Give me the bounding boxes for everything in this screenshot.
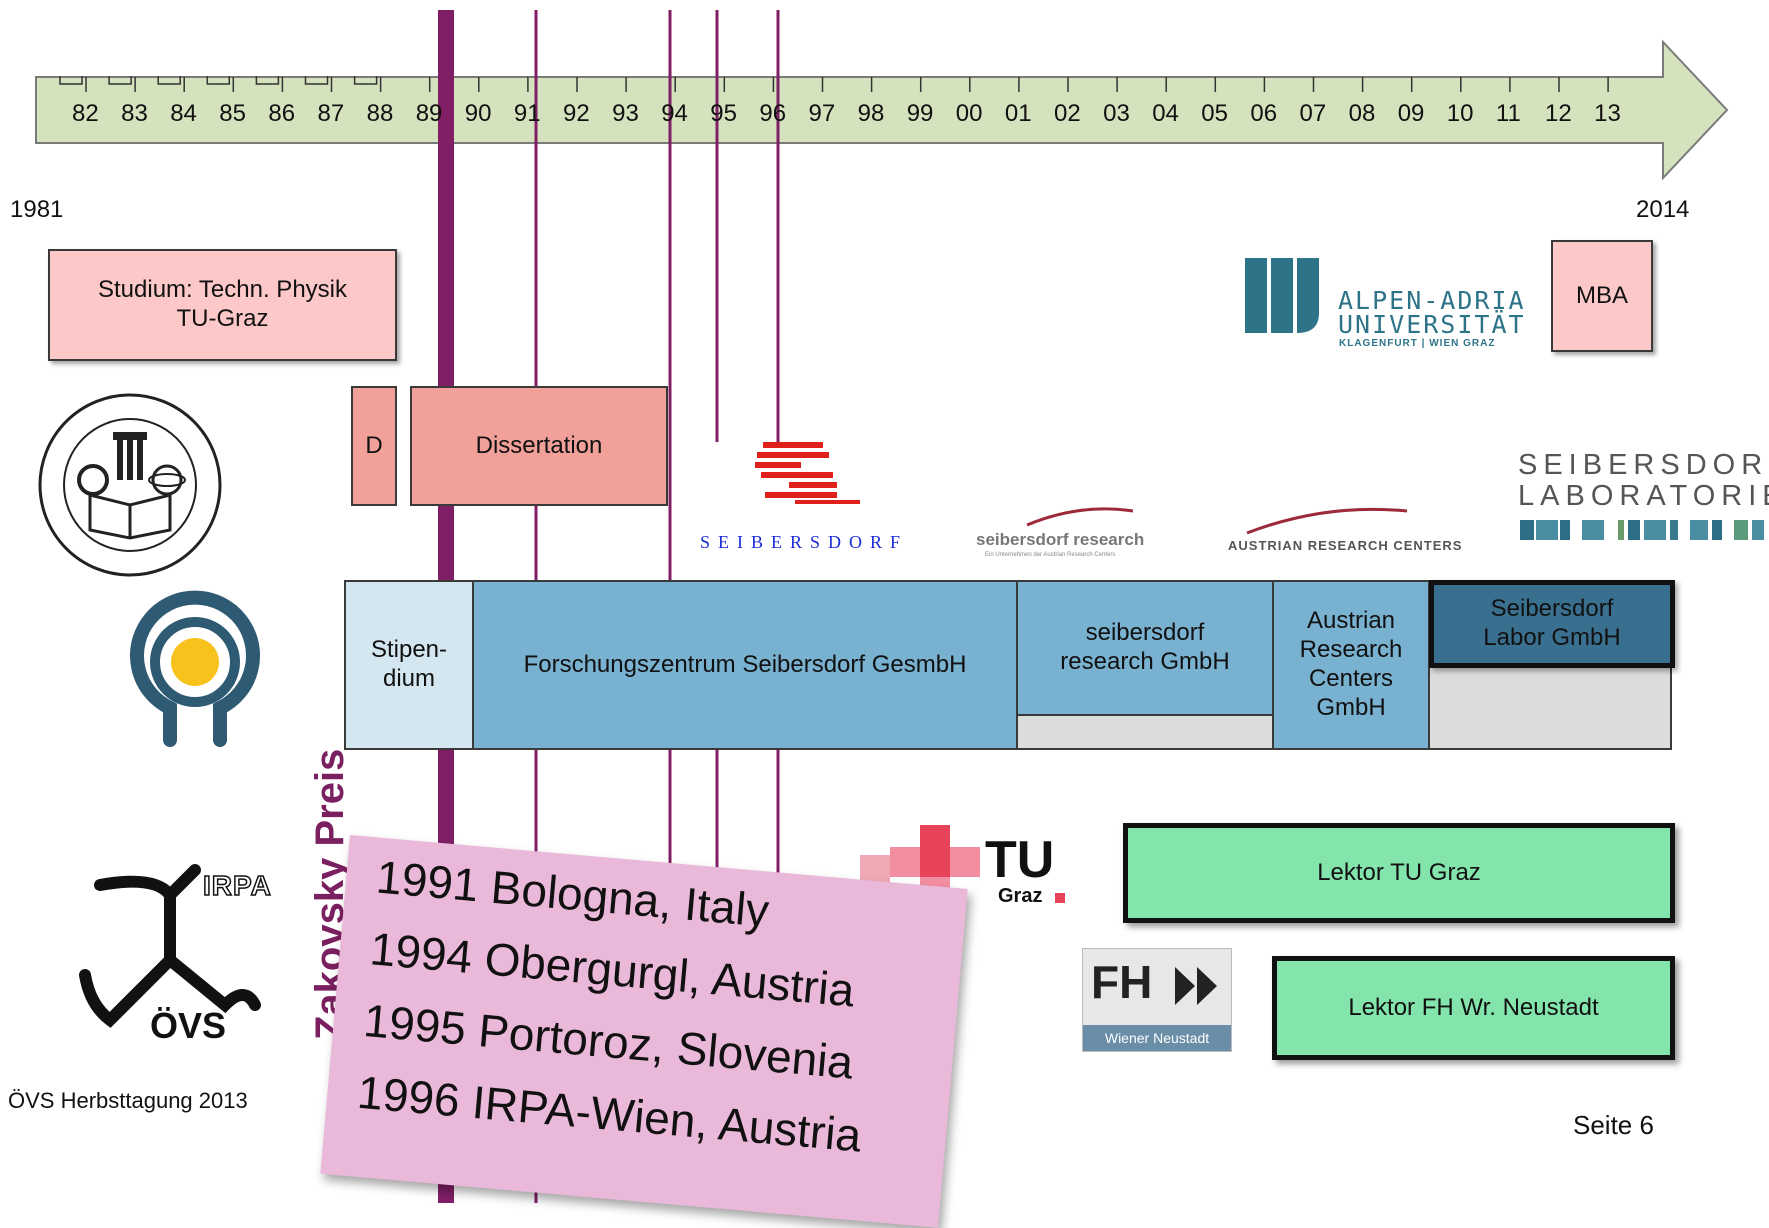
studium-label: Studium: Techn. Physik TU-Graz: [97, 276, 347, 332]
stipendium-box: Stipen- dium: [344, 580, 474, 750]
year-tick-label: 08: [1348, 100, 1376, 127]
lektor-tu-label: Lektor TU Graz: [1317, 858, 1481, 886]
labor-box: Seibersdorf Labor GmbH: [1429, 580, 1675, 668]
fh-subline: Wiener Neustadt: [1104, 1030, 1210, 1046]
year-tick-label: 02: [1054, 100, 1081, 127]
year-tick-label: 00: [955, 100, 983, 127]
arc-label: Austrian Research Centers GmbH: [1299, 607, 1403, 721]
fh-logo: FH Wiener Neustadt: [1082, 948, 1232, 1052]
labor-label: Seibersdorf Labor GmbH: [1483, 595, 1621, 651]
seibersdorf-research-wordmark: seibersdorf research: [976, 530, 1145, 549]
stipendium-label: Stipen- dium: [370, 636, 448, 692]
year-tick-label: 99: [906, 100, 934, 127]
year-tick-label: 90: [464, 100, 492, 127]
fh-forward-icon: [1175, 967, 1217, 1005]
year-tick-label: 13: [1594, 100, 1621, 127]
marker-1995: [715, 10, 719, 442]
year-tick-label: 83: [121, 100, 148, 127]
year-tick-label: 12: [1545, 100, 1572, 127]
diplom-box: D: [351, 386, 397, 506]
tu-graz-subword: Graz: [998, 885, 1043, 907]
year-tick-label: 84: [170, 100, 197, 127]
seibersdorf-lab-barcode-icon: [1520, 520, 1764, 540]
year-tick-label: 07: [1299, 100, 1327, 127]
diplom-label: D: [365, 431, 383, 459]
year-bracket: [255, 76, 280, 85]
arc-box: Austrian Research Centers GmbH: [1272, 580, 1430, 750]
aau-name-line1: ALPEN-ADRIA: [1338, 286, 1526, 315]
conference-sticky-note: 1991 Bologna, Italy 1994 Obergurgl, Aust…: [320, 835, 968, 1228]
seibersdorf-s-logo-icon: [755, 442, 860, 504]
seibersdorf-lab-line1: SEIBERSDORF: [1518, 449, 1769, 481]
year-tick-label: 09: [1397, 100, 1425, 127]
tu-graz-seal-icon: [38, 393, 222, 577]
marker-1996: [776, 10, 780, 442]
dissertation-label: Dissertation: [475, 431, 603, 459]
seibersdorf-lab-line2: LABORATORIES: [1518, 480, 1769, 512]
year-tick-label: 98: [857, 100, 885, 127]
year-tick-label: 03: [1103, 100, 1130, 127]
year-tick-label: 01: [1004, 100, 1032, 127]
mba-box: MBA: [1551, 240, 1653, 352]
year-bracket: [206, 76, 231, 85]
footer-page-number: Seite 6: [1573, 1110, 1654, 1140]
year-bracket: [304, 76, 329, 85]
aau-name-line3: KLAGENFURT | WIEN GRAZ: [1339, 338, 1496, 349]
year-bracket: [157, 76, 181, 85]
seibersdorf-research-subline: Ein Unternehmen der Austrian Research Ce…: [985, 552, 1116, 558]
year-tick-label: 93: [612, 100, 639, 127]
mba-label: MBA: [1575, 281, 1628, 309]
lektor-tu-box: Lektor TU Graz: [1123, 823, 1675, 923]
year-bracket: [108, 76, 132, 85]
year-tick-label: 91: [513, 100, 541, 127]
year-tick-label: 94: [661, 100, 688, 127]
timeline-arrow: [35, 39, 1729, 181]
forschungszentrum-label: Forschungszentrum Seibersdorf GesmbH: [523, 650, 967, 678]
lektor-fh-box: Lektor FH Wr. Neustadt: [1272, 956, 1675, 1060]
forschungszentrum-box: Forschungszentrum Seibersdorf GesmbH: [472, 580, 1018, 750]
ovs-text: ÖVS: [150, 1005, 227, 1046]
year-tick-label: 10: [1446, 100, 1474, 127]
year-tick-label: 05: [1201, 100, 1228, 127]
year-tick-label: 87: [317, 100, 345, 127]
year-tick-label: 88: [366, 100, 394, 127]
year-tick-label: 11: [1495, 100, 1521, 127]
seibersdorf-research-label: seibersdorf research GmbH: [1060, 619, 1230, 675]
fh-wordmark: FH: [1091, 956, 1153, 1008]
seibersdorf-research-swoosh-icon: [1026, 507, 1134, 527]
lektor-fh-label: Lektor FH Wr. Neustadt: [1348, 993, 1599, 1021]
year-bracket: [353, 76, 378, 85]
dissertation-box: Dissertation: [410, 386, 668, 506]
seibersdorf-wordmark: SEIBERSDORF: [700, 532, 909, 552]
year-tick-label: 06: [1250, 100, 1278, 127]
year-tick-label: 82: [72, 100, 99, 127]
tu-graz-red-square: [1055, 893, 1065, 903]
year-tick-label: 97: [808, 100, 836, 127]
year-tick-label: 89: [415, 100, 443, 127]
year-tick-label: 04: [1152, 100, 1179, 127]
irpa-text: IRPA: [202, 869, 272, 902]
year-tick-label: 95: [710, 100, 737, 127]
studium-box: Studium: Techn. Physik TU-Graz: [48, 249, 397, 361]
year-tick-label: 92: [563, 100, 590, 127]
start-year-label: 1981: [10, 196, 64, 223]
seibersdorf-research-box: seibersdorf research GmbH: [1016, 580, 1274, 716]
arc-swoosh-icon: [1246, 507, 1408, 535]
aau-name-line2: UNIVERSITÄT: [1338, 310, 1526, 339]
year-tick-label: 96: [759, 100, 787, 127]
year-ticks: [59, 76, 1609, 92]
year-tick-label: 86: [268, 100, 296, 127]
ovs-logo-icon: [79, 864, 261, 1028]
fh-subline-bar: Wiener Neustadt: [1083, 1025, 1231, 1051]
seibersdorf-emblem-icon: [130, 590, 260, 747]
year-tick-label: 85: [219, 100, 246, 127]
aau-logo-icon: [1245, 258, 1319, 333]
year-bracket: [59, 76, 83, 85]
end-year-label: 2014: [1636, 196, 1690, 223]
tu-graz-wordmark: TU: [985, 831, 1055, 889]
footer-left-text: ÖVS Herbsttagung 2013: [8, 1088, 248, 1113]
arc-wordmark: AUSTRIAN RESEARCH CENTERS: [1228, 538, 1463, 553]
